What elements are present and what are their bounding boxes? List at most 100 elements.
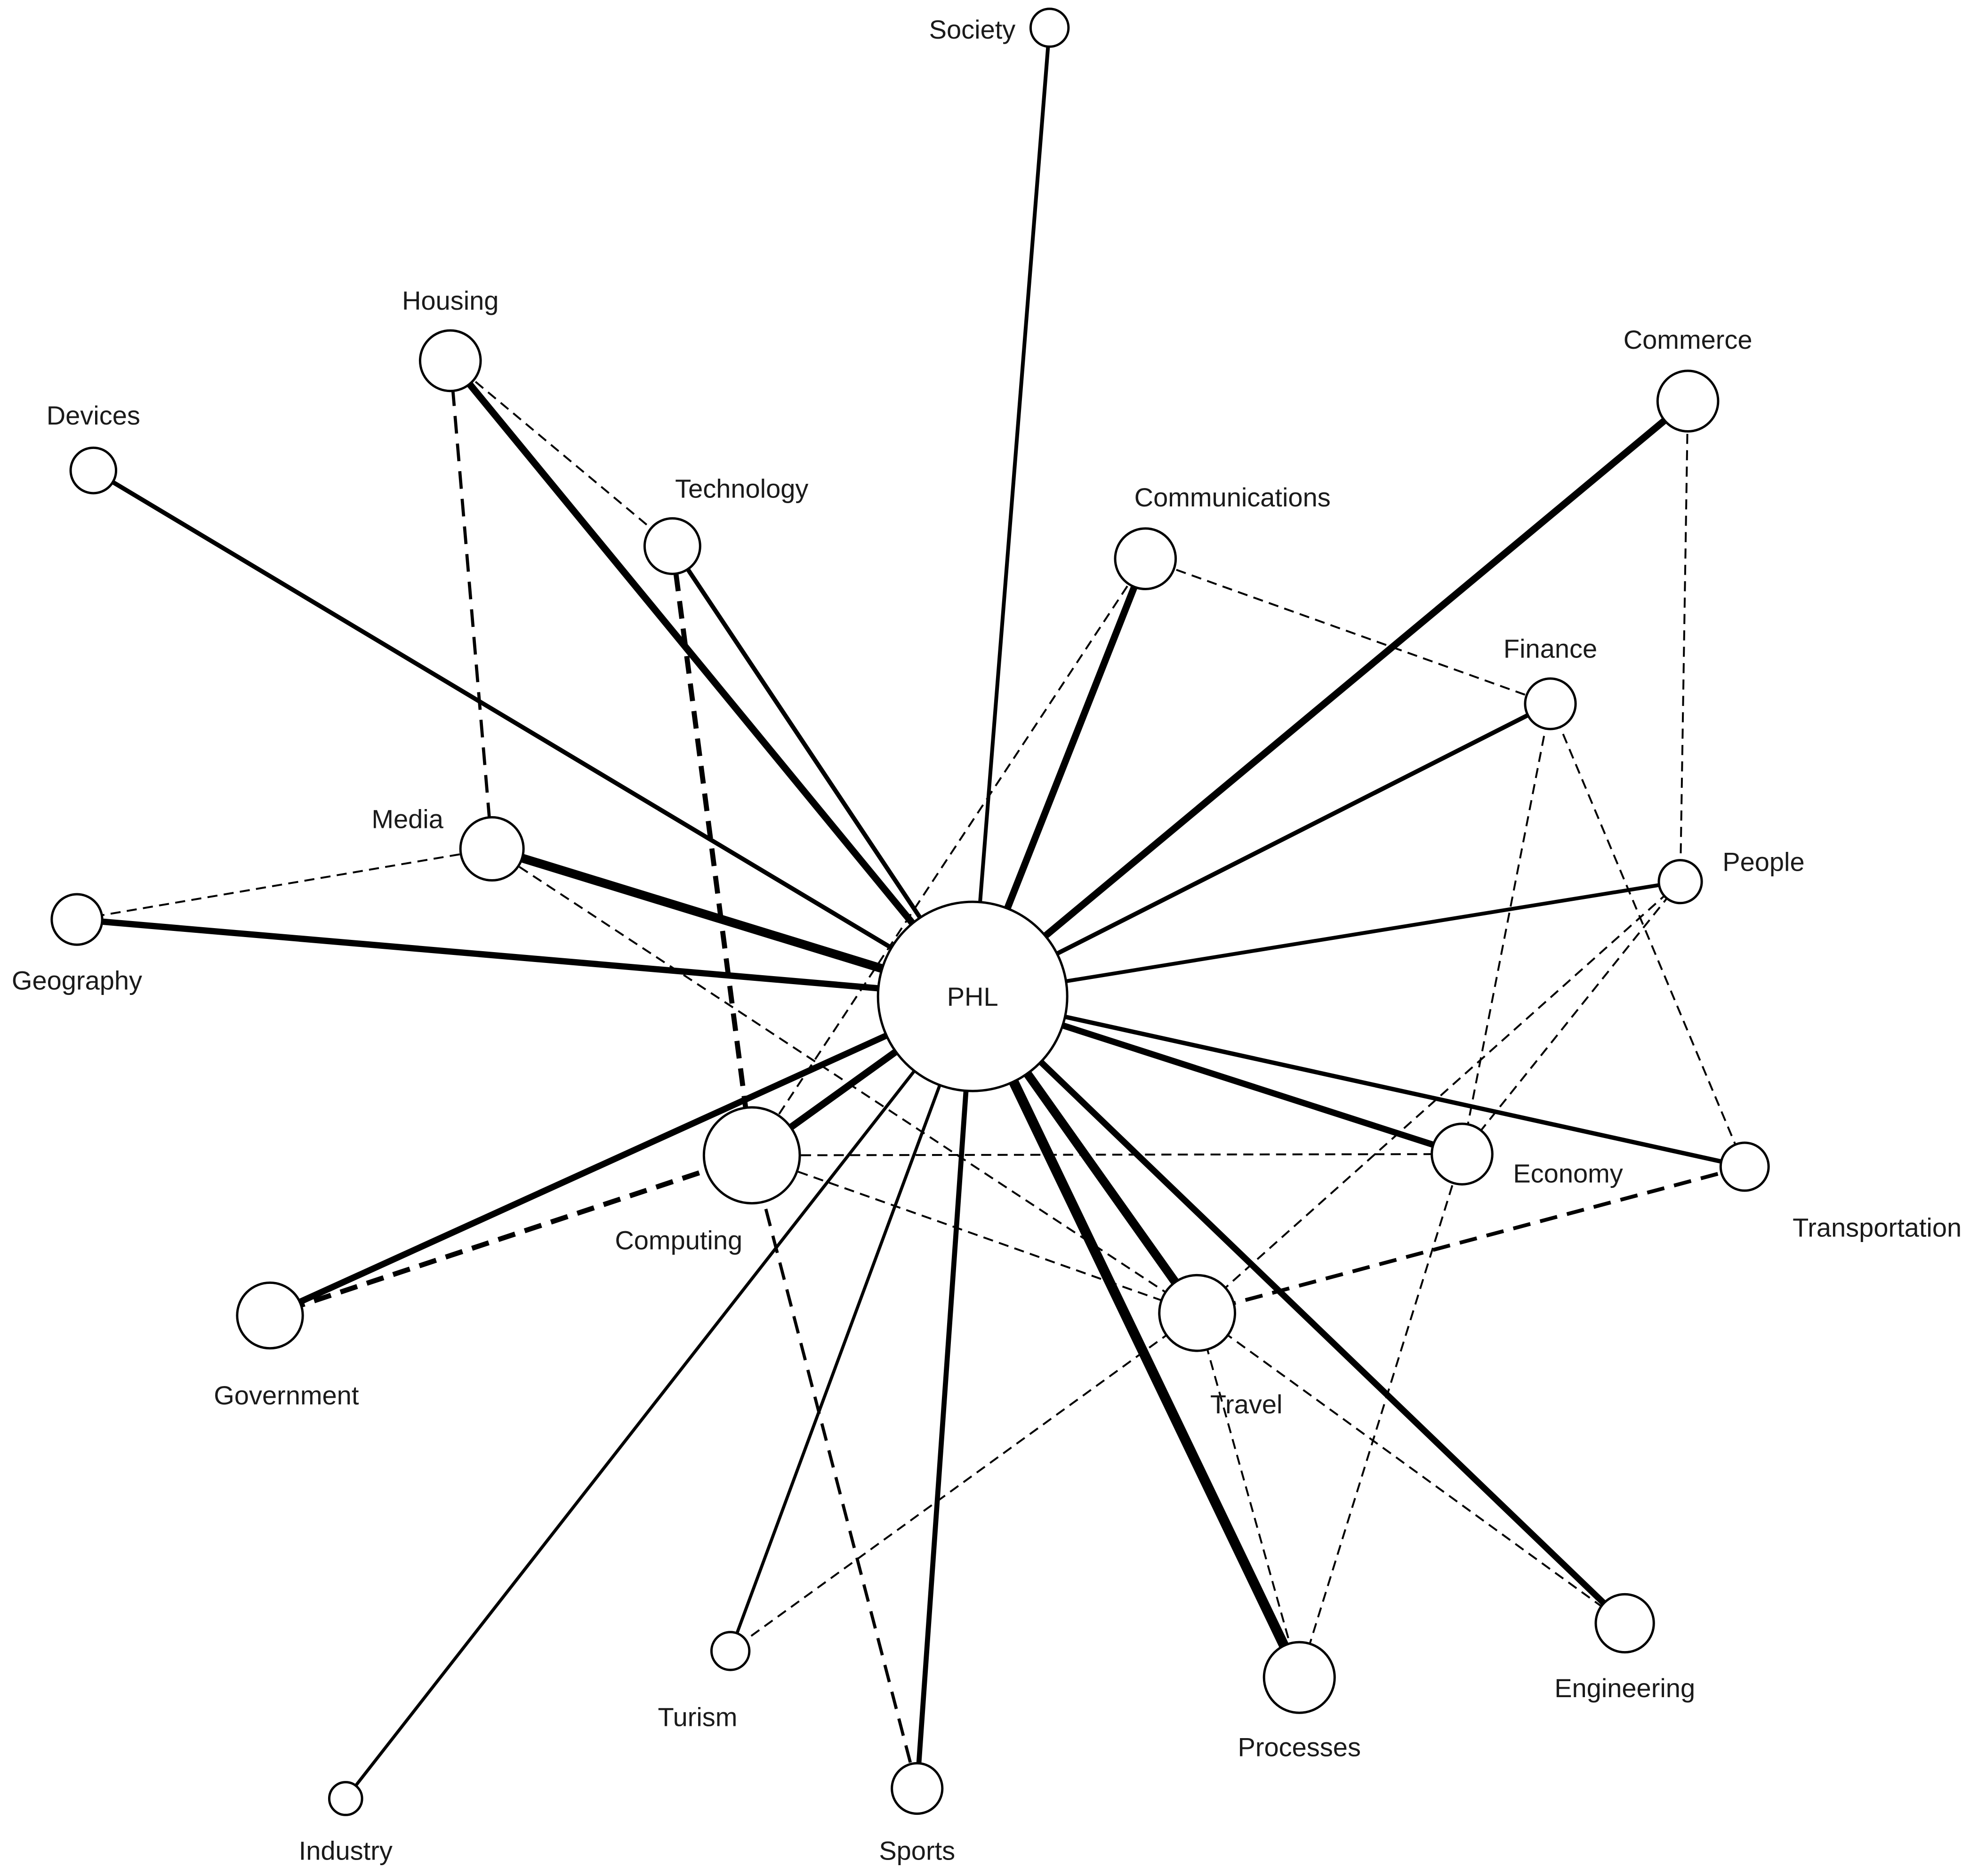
edge-housing-technology [450, 360, 673, 547]
node-devices: Devices [47, 401, 140, 495]
edge-phl-transportation [972, 994, 1745, 1169]
edge-phl-geography [76, 916, 973, 1000]
node-label-communications: Communications [1134, 482, 1331, 512]
edge-phl-turism [729, 995, 974, 1652]
node-label-government: Government [214, 1380, 359, 1410]
node-circle-communications [1114, 527, 1177, 590]
edge-communications-computing [751, 558, 1146, 1156]
edge-travel-engineering [1196, 1312, 1625, 1624]
edge-transportation-travel [1197, 1164, 1745, 1315]
edge-computing-economy [752, 1153, 1462, 1156]
node-circle-government [236, 1281, 304, 1350]
edge-media-travel [491, 848, 1198, 1314]
node-industry: Industry [299, 1781, 393, 1865]
node-circle-media [459, 816, 525, 882]
edge-phl-sports [914, 996, 975, 1789]
node-label-turism: Turism [658, 1702, 737, 1732]
node-society: Society [929, 8, 1070, 48]
node-processes: Processes [1238, 1641, 1361, 1762]
edge-economy-processes [1298, 1154, 1463, 1678]
node-circle-geography [50, 893, 104, 946]
node-label-geography: Geography [12, 965, 142, 995]
node-circle-engineering [1594, 1593, 1655, 1654]
edge-computing-government [269, 1153, 753, 1318]
node-technology: Technology [643, 473, 808, 575]
node-circle-commerce [1656, 369, 1720, 433]
node-travel: Travel [1158, 1274, 1283, 1419]
edge-technology-computing [670, 545, 755, 1156]
node-circle-people [1657, 859, 1703, 905]
node-label-processes: Processes [1238, 1732, 1361, 1762]
edge-media-geography [77, 848, 492, 921]
edge-phl-engineering [970, 994, 1627, 1626]
node-turism: Turism [658, 1631, 751, 1732]
edges-layer [76, 27, 1746, 1800]
edge-housing-media [449, 361, 494, 849]
node-label-commerce: Commerce [1624, 325, 1753, 354]
edge-phl-commerce [970, 398, 1690, 999]
node-label-economy: Economy [1513, 1158, 1623, 1188]
node-sports: Sports [879, 1762, 955, 1865]
node-circle-processes [1262, 1641, 1336, 1714]
edge-travel-turism [730, 1312, 1198, 1652]
node-government: Government [214, 1281, 359, 1410]
node-circle-economy [1431, 1122, 1494, 1186]
node-label-transportation: Transportation [1793, 1213, 1962, 1243]
edge-computing-travel [751, 1154, 1198, 1314]
node-circle-transportation [1719, 1141, 1770, 1192]
node-label-housing: Housing [402, 286, 499, 315]
node-label-devices: Devices [47, 401, 140, 430]
node-engineering: Engineering [1554, 1593, 1695, 1703]
node-label-media: Media [371, 804, 443, 834]
node-label-computing: Computing [615, 1225, 742, 1255]
edge-phl-industry [344, 995, 974, 1800]
node-label-technology: Technology [675, 473, 808, 503]
edge-commerce-people [1679, 401, 1689, 882]
edge-phl-society [971, 27, 1052, 997]
node-circle-society [1029, 8, 1070, 48]
nodes-layer: PHL SocietyHousingCommerceDevicesTechnolo… [12, 8, 1962, 1865]
node-circle-travel [1158, 1274, 1237, 1352]
node-commerce: Commerce [1624, 325, 1753, 433]
edge-people-travel [1196, 881, 1681, 1314]
node-label-people: People [1722, 847, 1804, 876]
node-phl: PHL [876, 900, 1069, 1092]
node-circle-housing [418, 329, 482, 393]
node-circle-devices [69, 446, 118, 495]
edge-phl-people [972, 880, 1681, 999]
node-circle-finance [1524, 677, 1577, 730]
edge-phl-government [268, 993, 974, 1319]
edge-communications-finance [1145, 558, 1551, 705]
node-communications: Communications [1114, 482, 1331, 590]
node-label-travel: Travel [1210, 1389, 1283, 1419]
node-circle-turism [710, 1631, 751, 1671]
edge-phl-housing [448, 358, 975, 999]
node-circle-phl [876, 900, 1069, 1092]
node-circle-sports [891, 1762, 944, 1815]
node-label-engineering: Engineering [1554, 1673, 1695, 1703]
node-label-sports: Sports [879, 1836, 955, 1865]
node-media: Media [371, 804, 525, 882]
node-label-society: Society [929, 15, 1016, 44]
node-circle-technology [643, 517, 701, 575]
edge-travel-processes [1196, 1313, 1301, 1678]
node-housing: Housing [402, 286, 499, 393]
node-label-industry: Industry [299, 1836, 393, 1865]
edge-people-economy [1461, 881, 1681, 1155]
node-circle-computing [702, 1106, 801, 1205]
edge-phl-processes [968, 994, 1304, 1680]
node-label-finance: Finance [1504, 634, 1597, 664]
edge-finance-economy [1461, 703, 1552, 1154]
edge-finance-transportation [1549, 703, 1746, 1167]
node-finance: Finance [1504, 634, 1597, 730]
node-geography: Geography [12, 893, 142, 995]
node-circle-industry [328, 1781, 363, 1816]
node-people: People [1657, 847, 1805, 905]
edge-phl-finance [972, 702, 1552, 999]
node-label-phl: PHL [947, 982, 998, 1011]
node-economy: Economy [1431, 1122, 1623, 1188]
edge-phl-devices [92, 468, 974, 999]
node-transportation: Transportation [1719, 1141, 1962, 1243]
edge-computing-sports [750, 1154, 919, 1789]
